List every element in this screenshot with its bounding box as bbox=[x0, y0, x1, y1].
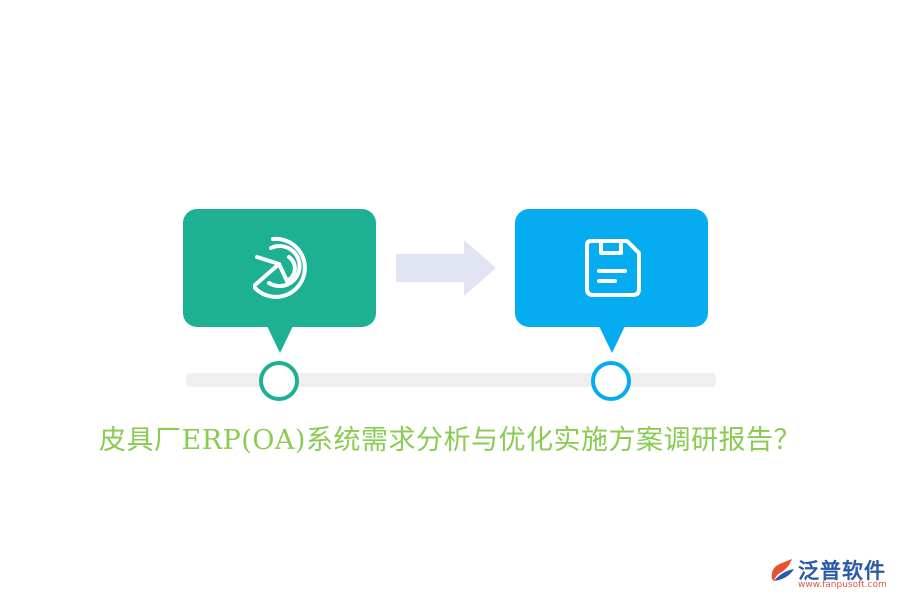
step-card-analysis bbox=[183, 209, 376, 353]
logo-name: 泛普软件 bbox=[798, 559, 886, 583]
pie-chart-icon bbox=[252, 236, 307, 299]
step-card-save bbox=[515, 209, 708, 353]
floppy-disk-icon bbox=[584, 239, 641, 297]
brand-logo[interactable]: 泛普软件 www.fanpusoft.com bbox=[768, 553, 892, 597]
callout-pointer bbox=[598, 326, 625, 353]
timeline-node-1 bbox=[259, 361, 299, 401]
callout-pointer bbox=[266, 326, 293, 353]
logo-mark-icon bbox=[771, 559, 794, 581]
timeline-track bbox=[186, 373, 716, 387]
timeline-node-2 bbox=[591, 361, 631, 401]
logo-url: www.fanpusoft.com bbox=[798, 580, 887, 590]
page-title: 皮具厂ERP(OA)系统需求分析与优化实施方案调研报告？ bbox=[99, 425, 801, 456]
arrow-right-icon bbox=[396, 240, 496, 296]
